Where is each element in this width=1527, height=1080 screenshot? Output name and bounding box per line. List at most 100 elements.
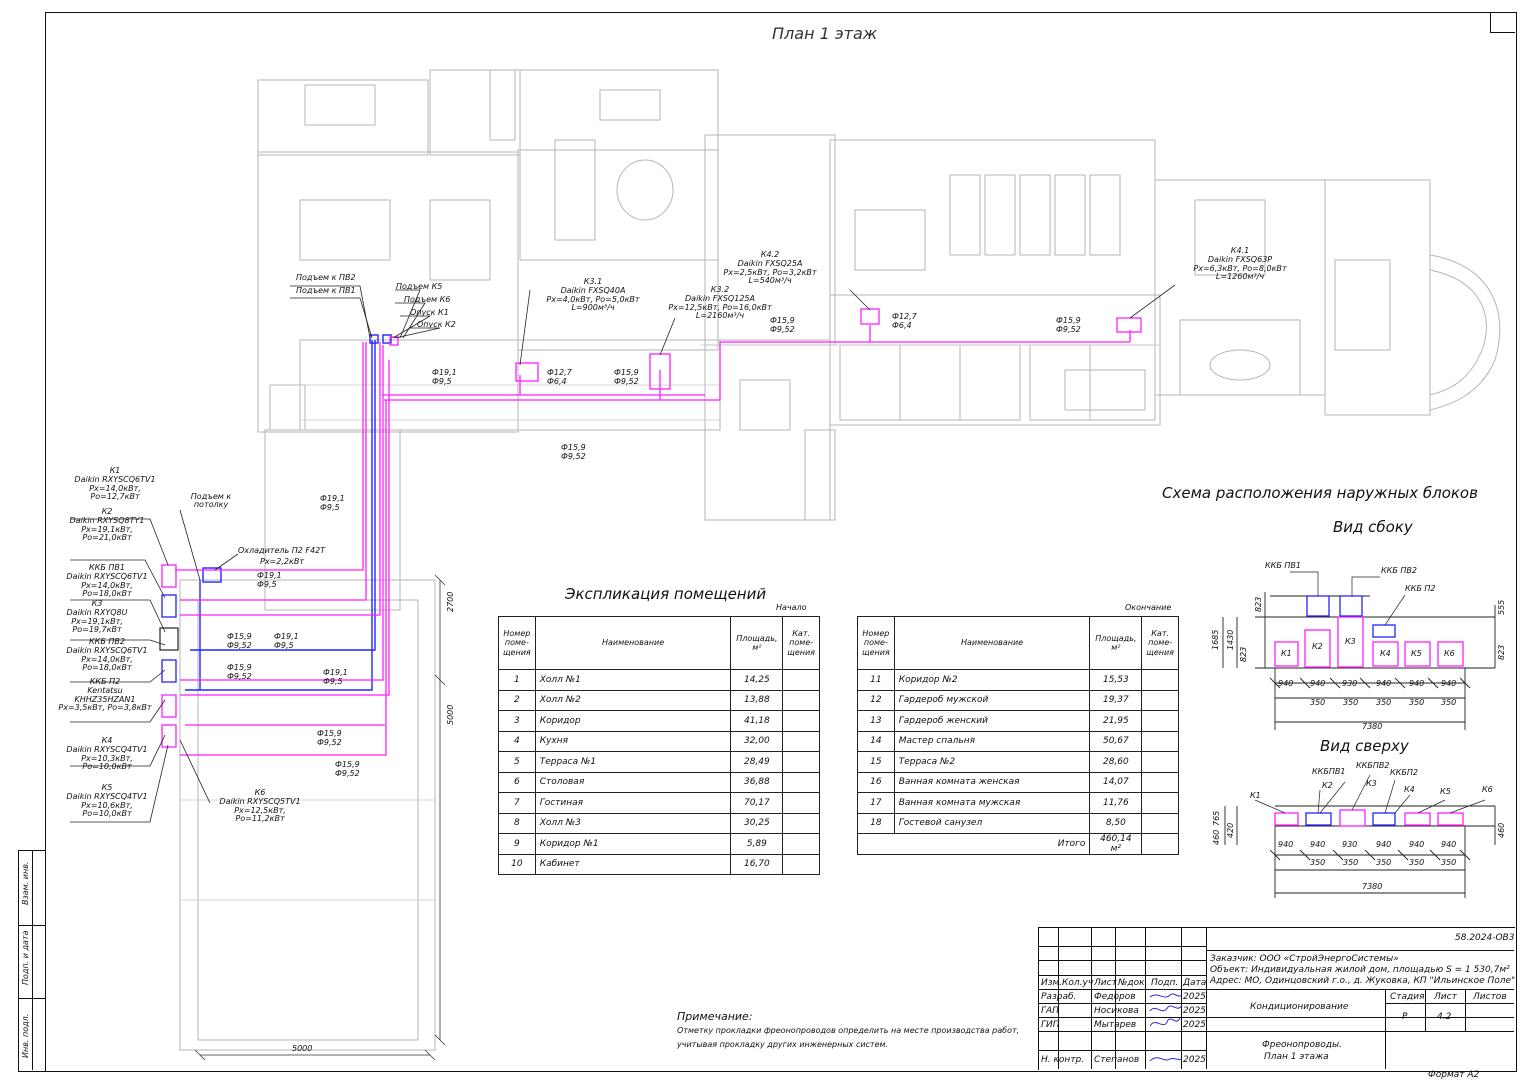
- address: Адрес: МО, Одинцовский г.о., д. Жуковка,…: [1210, 976, 1516, 986]
- col-header-number: Номер поме- щения: [498, 616, 536, 670]
- cell-area: 16,70: [730, 853, 784, 875]
- scheme-top-dim: 930: [1342, 840, 1358, 849]
- scheme-unit-label: К3: [1345, 637, 1356, 646]
- sign-date: 2025: [1183, 1055, 1206, 1065]
- cell-name: Кабинет: [534, 853, 732, 875]
- list-header: Лист: [1434, 992, 1457, 1002]
- person-name: Носикова: [1094, 1006, 1139, 1016]
- scheme-dim: 940: [1409, 679, 1425, 688]
- scheme-top-label: К6: [1482, 785, 1493, 794]
- cell-area: 30,25: [730, 812, 784, 834]
- scheme-dim: 350: [1441, 698, 1457, 707]
- scheme-top-label: ККБП2: [1390, 768, 1418, 777]
- top-view-title: Вид сверху: [1320, 737, 1409, 755]
- stage-header: Стадия: [1390, 992, 1425, 1002]
- tb-col-header: Лист: [1094, 978, 1117, 988]
- cell-cat: [1141, 833, 1179, 855]
- person-name: Степанов: [1094, 1055, 1140, 1065]
- scheme-top-dim: 350: [1409, 858, 1425, 867]
- object: Объект: Индивидуальная жилой дом, площад…: [1210, 965, 1510, 975]
- explication-start: Начало: [776, 603, 807, 612]
- scheme-dim: 350: [1343, 698, 1359, 707]
- scheme-dim: 940: [1310, 679, 1326, 688]
- scheme-top-label: ККБПВ1: [1312, 767, 1346, 776]
- note-line-1: Отметку прокладки фреонопроводов определ…: [677, 1026, 1020, 1035]
- page-title: План 1 этаж: [772, 24, 878, 43]
- customer: Заказчик: ООО «СтройЭнергоСистемы»: [1210, 954, 1399, 964]
- label-ceiling: Подъем к потолку: [190, 492, 232, 509]
- col-header-number: Номер поме- щения: [857, 616, 895, 670]
- tb-col-header: Дата: [1183, 978, 1207, 988]
- sheet-name-1: Фреонопроводы.: [1262, 1040, 1342, 1050]
- scheme-dim: 350: [1376, 698, 1392, 707]
- col-header-area: Площадь, м²: [1089, 616, 1143, 670]
- role: ГИП: [1041, 1020, 1060, 1030]
- scheme-dim: 940: [1376, 679, 1392, 688]
- scheme-side-label: ККБ ПВ1: [1265, 561, 1301, 570]
- dim-5000-horizontal: 5000: [292, 1044, 313, 1053]
- label-cooler: Охладитель П2 F42T: [238, 546, 326, 555]
- scheme-side-label: ККБ ПВ2: [1381, 566, 1417, 575]
- sign-date: 2025: [1183, 1006, 1206, 1016]
- scheme-top-label: К1: [1250, 791, 1261, 800]
- scheme-unit-label: К5: [1411, 649, 1422, 658]
- tb-col-header: Подп.: [1151, 978, 1179, 988]
- tb-col-header: Изм.: [1041, 978, 1063, 988]
- label-cooler-power: Рх=2,2кВт: [260, 557, 304, 566]
- scheme-top-label: К4: [1404, 785, 1415, 794]
- label-lift-k6: Подъем К6: [404, 295, 451, 304]
- scheme-unit-label: К1: [1281, 649, 1292, 658]
- scheme-top-dim: 350: [1376, 858, 1392, 867]
- scheme-top-label: ККБПВ2: [1356, 761, 1390, 770]
- scheme-top-dim-total: 7380: [1362, 882, 1383, 891]
- cell-cat: [782, 853, 820, 875]
- total-value: 460,14 м²: [1089, 833, 1143, 855]
- col-header-name: Наименование: [534, 616, 732, 670]
- scheme-dim: 930: [1342, 679, 1358, 688]
- col-header-category: Кат. поме- щения: [782, 616, 820, 670]
- note-title: Примечание:: [677, 1010, 753, 1023]
- scheme-top-dim: 350: [1441, 858, 1457, 867]
- title-block: [1038, 927, 1515, 1070]
- scheme-side-label: ККБ П2: [1405, 584, 1436, 593]
- role: ГАП: [1041, 1006, 1059, 1016]
- lists-header: Листов: [1473, 992, 1507, 1002]
- explication-title: Экспликация помещений: [565, 585, 767, 603]
- label-lift-pv2: Подъем к ПВ2: [296, 273, 356, 282]
- scheme-top-dim: 350: [1310, 858, 1326, 867]
- explication-end: Окончание: [1125, 603, 1172, 612]
- scheme-top-dim: 940: [1441, 840, 1457, 849]
- cell-area: 41,18: [730, 710, 784, 732]
- scheme-top-label: К2: [1322, 781, 1333, 790]
- side-view-title: Вид сбоку: [1333, 518, 1413, 536]
